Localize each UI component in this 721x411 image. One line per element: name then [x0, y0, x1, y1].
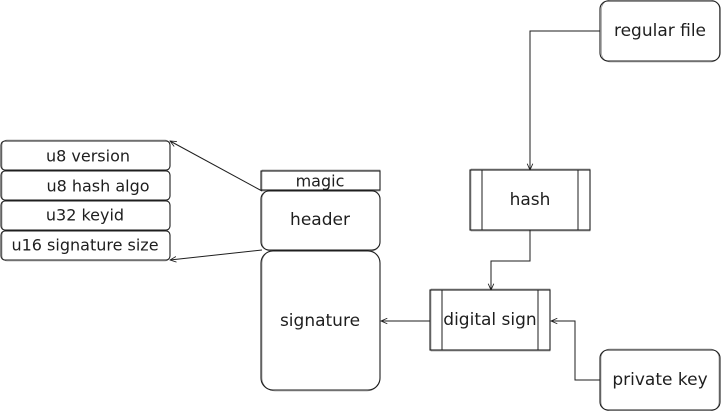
- header-fields: u8 version u8 hash algo u32 keyid u16 si…: [0, 139, 171, 262]
- header-label: header: [290, 210, 350, 230]
- field-hash-algo-label: u8 hash algo: [46, 177, 149, 196]
- field-signature-size-label: u16 signature size: [11, 236, 158, 255]
- field-version-label: u8 version: [46, 147, 130, 166]
- header-field-hash-algo: u8 hash algo: [0, 169, 171, 202]
- signature-structure: magic header signature: [260, 169, 381, 392]
- regular-file-label: regular file: [614, 21, 706, 41]
- regular-file-node: regular file: [599, 0, 721, 63]
- private-key-label: private key: [612, 370, 707, 390]
- edge-hash-to-sign: [491, 230, 531, 290]
- private-key-node: private key: [599, 348, 721, 411]
- header-field-keyid: u32 keyid: [0, 199, 171, 232]
- digital-sign-label: digital sign: [443, 310, 536, 330]
- edge-header-to-fields-bottom: [170, 249, 263, 260]
- edge-file-to-hash: [530, 30, 600, 170]
- header-field-signature-size: u16 signature size: [0, 229, 171, 262]
- edge-key-to-sign: [551, 321, 600, 381]
- field-keyid-label: u32 keyid: [46, 206, 124, 225]
- header-field-version: u8 version: [0, 139, 171, 172]
- digital-sign-node: digital sign: [429, 288, 551, 352]
- signature-label: signature: [280, 311, 360, 331]
- edge-header-to-fields-top: [170, 141, 263, 192]
- hash-node: hash: [469, 168, 591, 232]
- hash-label: hash: [510, 190, 551, 210]
- magic-label: magic: [296, 172, 345, 191]
- edges: [170, 30, 600, 381]
